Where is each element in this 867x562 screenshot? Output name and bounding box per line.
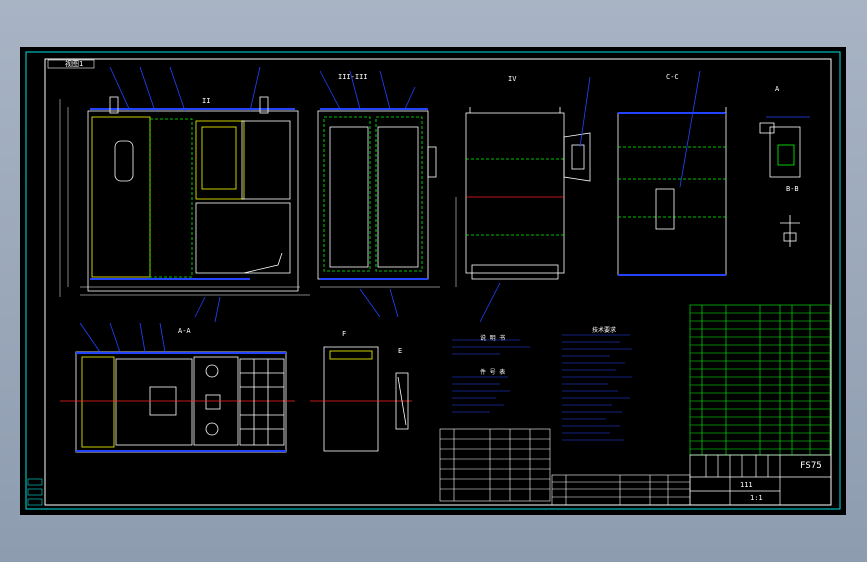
section-label-C-C: C-C	[666, 73, 679, 81]
title-cell-2: 1:1	[750, 494, 763, 502]
notes-header: 技术要求	[592, 327, 617, 334]
binding-box-2	[27, 488, 43, 496]
binding-box-1	[27, 478, 43, 486]
section-label-B-B: B-B	[786, 185, 799, 193]
view-tag-box	[47, 59, 95, 69]
cad-drawing	[25, 51, 841, 510]
plan-view-A-A	[60, 322, 295, 453]
section-label-II: II	[202, 97, 211, 105]
drawing-number: FS75	[800, 461, 822, 471]
lower-table	[439, 428, 551, 502]
section-label-F: F	[342, 330, 347, 338]
detail-A	[759, 116, 810, 247]
binding-box-3	[27, 498, 43, 506]
section-label-E: E	[398, 347, 403, 355]
center-heading-2: 件 号 表	[480, 369, 506, 376]
section-label-A-A: A-A	[178, 327, 191, 335]
view-IV	[455, 76, 591, 323]
parts-list	[689, 304, 831, 456]
section-C-C	[617, 70, 727, 276]
section-label-III: III-III	[338, 73, 368, 81]
section-label-IV: IV	[508, 75, 517, 83]
title-cell-1: 111	[740, 481, 753, 489]
outer-frame	[25, 51, 841, 510]
bottom-parts-rows	[551, 474, 691, 506]
view-tag-label: 视图1	[65, 60, 84, 68]
inner-frame	[44, 58, 832, 506]
notes-block	[452, 334, 632, 441]
title-block	[689, 454, 832, 506]
view-F	[310, 346, 412, 452]
section-label-A: A	[775, 85, 780, 93]
cad-viewport[interactable]: 视图1 II III-III IV C-C A A-A F E B-B 技术要求…	[20, 47, 846, 515]
front-view	[59, 66, 310, 323]
center-heading-1: 说 明 书	[480, 335, 506, 342]
side-view-III	[317, 70, 440, 318]
